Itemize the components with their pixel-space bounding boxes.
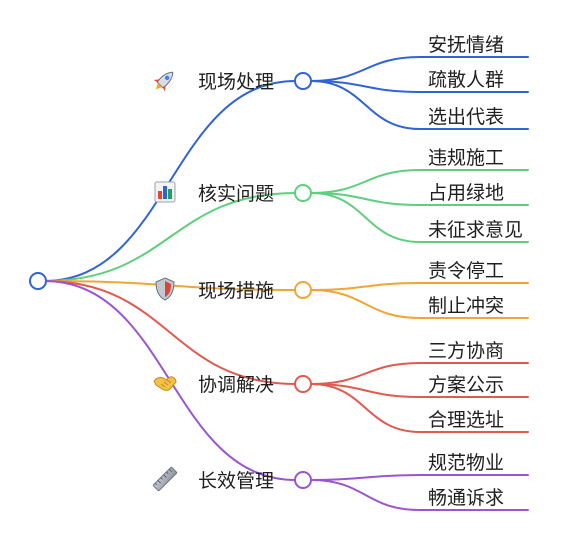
edge-b5-leaf-1 [310,479,421,511]
branch-toggle-circle[interactable] [294,72,312,90]
branch-node-b3[interactable]: 现场措施 [155,277,312,302]
edge-b1-leaf-0 [310,56,421,82]
leaf-node[interactable]: 疏散人群 [419,69,529,93]
edge-b4-leaf-1 [310,383,421,398]
shield-icon [155,277,175,301]
edge-b1-leaf-2 [310,80,421,130]
leaf-node[interactable]: 方案公示 [419,374,529,398]
edge-b2-leaf-0 [310,169,421,194]
leaf-label: 疏散人群 [428,69,504,91]
edge-b5-leaf-0 [310,474,421,481]
leaf-node[interactable]: 三方协商 [419,340,529,364]
leaf-label: 合理选址 [428,409,504,431]
leaf-label: 方案公示 [428,374,504,396]
branch-toggle-circle[interactable] [294,281,312,299]
edge-b1-leaf-1 [310,80,421,93]
branch-node-b1[interactable]: 现场处理 [150,67,312,95]
leaf-label: 三方协商 [428,340,504,362]
edge-b4-leaf-2 [310,383,421,433]
leaf-node[interactable]: 安抚情绪 [419,34,529,58]
edge-root-b2 [43,192,297,282]
branch-node-b2[interactable]: 核实问题 [154,181,312,205]
leaf-label: 安抚情绪 [428,34,504,56]
edge-b3-leaf-1 [310,289,421,319]
rocket-icon [153,71,174,92]
leaf-node[interactable]: 选出代表 [419,106,529,130]
leaf-node[interactable]: 合理选址 [419,409,529,433]
edge-root-b1 [43,80,297,282]
branch-toggle-circle[interactable] [294,184,312,202]
ruler-icon [152,466,178,492]
leaf-label: 制止冲突 [428,295,504,317]
leaf-label: 占用绿地 [428,182,504,204]
leaf-node[interactable]: 规范物业 [419,452,529,476]
branch-node-b4[interactable]: 协调解决 [153,374,312,396]
branch-toggle-circle[interactable] [294,375,312,393]
branch-node-b5[interactable]: 长效管理 [152,466,312,492]
leaf-label: 选出代表 [428,106,504,128]
branch-label: 协调解决 [198,374,274,396]
leaf-label: 责令停工 [428,260,504,282]
branch-label: 现场措施 [198,280,274,302]
edge-root-b4 [43,280,297,385]
leaf-label: 违规施工 [428,147,504,169]
edge-b4-leaf-0 [310,362,421,385]
bar-chart-icon [154,181,176,203]
leaf-label: 规范物业 [428,452,504,474]
leaf-label: 畅通诉求 [428,487,504,509]
leaf-node[interactable]: 畅通诉求 [419,487,529,511]
leaf-node[interactable]: 占用绿地 [419,182,529,206]
leaf-node[interactable]: 责令停工 [419,260,529,284]
leaf-node[interactable]: 违规施工 [419,147,529,171]
edge-b2-leaf-2 [310,192,421,243]
leaf-node[interactable]: 未征求意见 [419,219,529,243]
branch-label: 现场处理 [198,71,274,93]
handshake-icon [153,376,177,391]
leaf-label: 未征求意见 [428,219,523,241]
edge-b3-leaf-0 [310,282,421,291]
leaf-node[interactable]: 制止冲突 [419,295,529,319]
root-node[interactable] [29,272,47,290]
edge-b2-leaf-1 [310,192,421,206]
edges-layer [43,56,421,511]
branch-label: 长效管理 [198,470,274,492]
branch-label: 核实问题 [198,183,274,205]
branch-toggle-circle[interactable] [294,471,312,489]
